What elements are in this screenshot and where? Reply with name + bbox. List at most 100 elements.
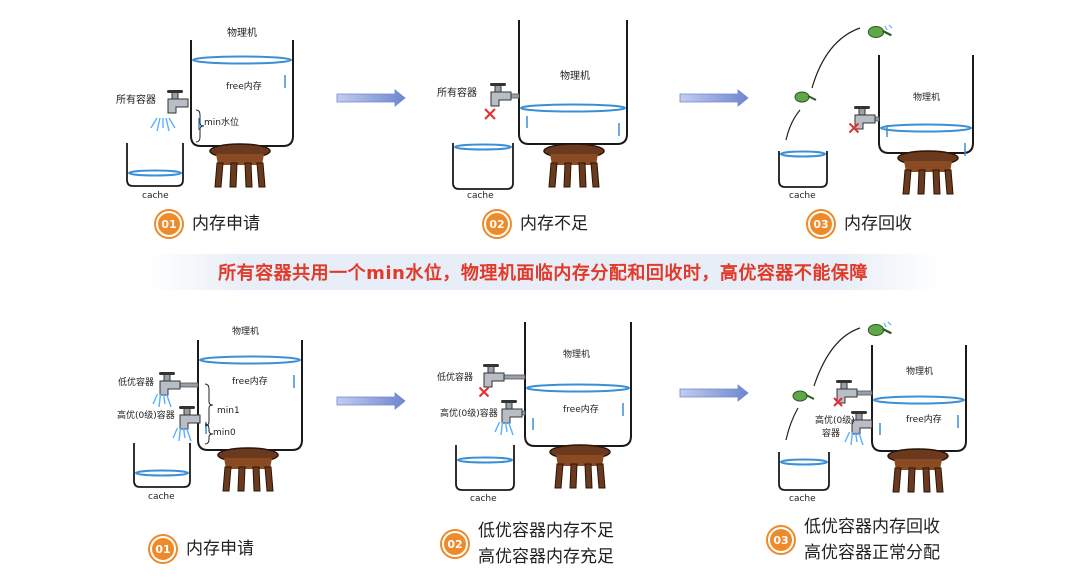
- step-text: 内存回收: [844, 213, 912, 234]
- faucet-icon: [854, 106, 880, 130]
- step-line-2: 高优容器正常分配: [804, 543, 940, 564]
- faucet-stem: [163, 373, 171, 382]
- water-drip: [172, 427, 179, 439]
- faucet-stem: [183, 407, 191, 416]
- faucet-icon: [167, 90, 189, 114]
- water-drip-icon: [152, 393, 172, 408]
- cache-cup-icon: [778, 150, 828, 188]
- faucet-spout: [490, 91, 512, 107]
- headline-text: 所有容器共用一个min水位，物理机面临内存分配和回收时，高优容器不能保障: [218, 263, 868, 284]
- step-number-badge: 02: [440, 529, 470, 560]
- stool-leg: [548, 162, 558, 188]
- tank-body: [518, 20, 628, 145]
- cross-icon: [848, 122, 860, 134]
- stool-leg: [922, 467, 931, 493]
- water-drip: [844, 431, 851, 443]
- min0-label: min0: [213, 428, 236, 438]
- stool-leg: [214, 162, 224, 188]
- cup-body: [133, 443, 191, 488]
- faucet-spout: [851, 419, 873, 435]
- cup-water-line: [780, 150, 826, 158]
- water-line: [880, 123, 972, 133]
- faucet-spout: [501, 408, 523, 424]
- all-containers-label-top-2: 所有容器: [437, 88, 477, 99]
- stool-leg: [944, 169, 954, 195]
- step-text: 内存不足: [520, 213, 588, 234]
- cache-label-top-1: cache: [142, 191, 169, 201]
- stool-leg: [917, 169, 926, 195]
- free-memory-label-top-1: free内存: [226, 82, 262, 92]
- stool-leg: [222, 466, 232, 492]
- top-step-2: 02 内存不足: [482, 209, 588, 239]
- cache-cup-icon: [455, 445, 515, 491]
- cache-label-top-2: cache: [467, 191, 494, 201]
- faucet-stem: [855, 412, 863, 421]
- stool-leg: [256, 162, 266, 188]
- stool-band: [904, 161, 952, 172]
- tank-title-bottom-2: 物理机: [563, 350, 591, 360]
- faucet-pipe: [510, 93, 520, 99]
- cross-icon: [478, 386, 490, 398]
- step-text: 内存申请: [186, 538, 254, 559]
- free-memory-label-bottom-1: free内存: [232, 377, 268, 387]
- bottom-step-3: 03 低优容器内存回收 高优容器正常分配: [766, 514, 940, 567]
- tank-title-top-2: 物理机: [560, 71, 590, 82]
- faucet-spout: [167, 98, 189, 114]
- stool-icon: [209, 143, 271, 188]
- water-drip: [152, 393, 159, 405]
- step-number-badge: 02: [482, 209, 512, 239]
- scoop-handle: [807, 95, 817, 101]
- step-number-badge: 01: [148, 534, 178, 564]
- faucet-icon: [490, 83, 520, 107]
- cup-water-line: [780, 458, 828, 466]
- brace-mark: [204, 383, 214, 427]
- step-text: 低优容器内存回收 高优容器正常分配: [804, 514, 940, 567]
- faucet-stem: [840, 381, 848, 390]
- min1-label: min1: [217, 406, 240, 416]
- tank-icon: [878, 55, 974, 156]
- stool-leg: [907, 467, 916, 493]
- bottom-step-2: 02 低优容器内存不足 高优容器内存充足: [440, 518, 614, 571]
- faucet-icon: [483, 364, 526, 388]
- faucet-handle: [501, 400, 517, 403]
- water-drip-icon: [494, 421, 514, 436]
- throw-arc: [813, 327, 861, 387]
- water-line: [873, 395, 965, 405]
- cache-label-bottom-1: cache: [148, 492, 175, 502]
- stool-leg: [892, 467, 902, 493]
- scoop-handle: [882, 29, 892, 37]
- step-number-badge: 03: [806, 209, 836, 239]
- tank-icon: [524, 322, 632, 447]
- water-drip: [150, 117, 158, 129]
- headline-banner: 所有容器共用一个min水位，物理机面临内存分配和回收时，高优容器不能保障: [148, 254, 938, 290]
- bottom-step-1: 01 内存申请: [148, 534, 254, 564]
- scoop-bowl: [867, 324, 885, 336]
- arrow-right-icon: [679, 89, 749, 107]
- faucet-pipe: [874, 116, 880, 122]
- cup-water-line: [457, 456, 513, 464]
- stool-leg: [244, 162, 253, 188]
- stool-leg: [569, 463, 578, 489]
- scoop-handle: [882, 327, 892, 335]
- scoop-bowl: [792, 390, 808, 402]
- water-drip: [182, 427, 186, 439]
- cup-body: [778, 151, 828, 188]
- faucet-handle: [854, 106, 870, 109]
- water-drip: [850, 431, 854, 446]
- stool-band: [550, 154, 598, 165]
- low-priority-label-bottom-2: 低优容器: [437, 373, 474, 383]
- brace-mark: [204, 423, 214, 445]
- tank-icon: [190, 40, 294, 147]
- stool-icon: [897, 150, 959, 195]
- high-priority-label-bottom-1: 高优(0级)容器: [117, 411, 175, 421]
- cross-icon: [833, 397, 843, 407]
- water-drip-icon: [844, 431, 864, 446]
- water-drip: [165, 117, 170, 132]
- water-scoop-icon: [794, 91, 817, 103]
- all-containers-label-top-1: 所有容器: [116, 95, 156, 106]
- stool-leg: [264, 466, 274, 492]
- cache-cup-icon: [452, 143, 514, 190]
- faucet-icon: [851, 411, 873, 435]
- water-scoop-icon: [867, 324, 892, 336]
- arrow-right-icon: [336, 89, 406, 107]
